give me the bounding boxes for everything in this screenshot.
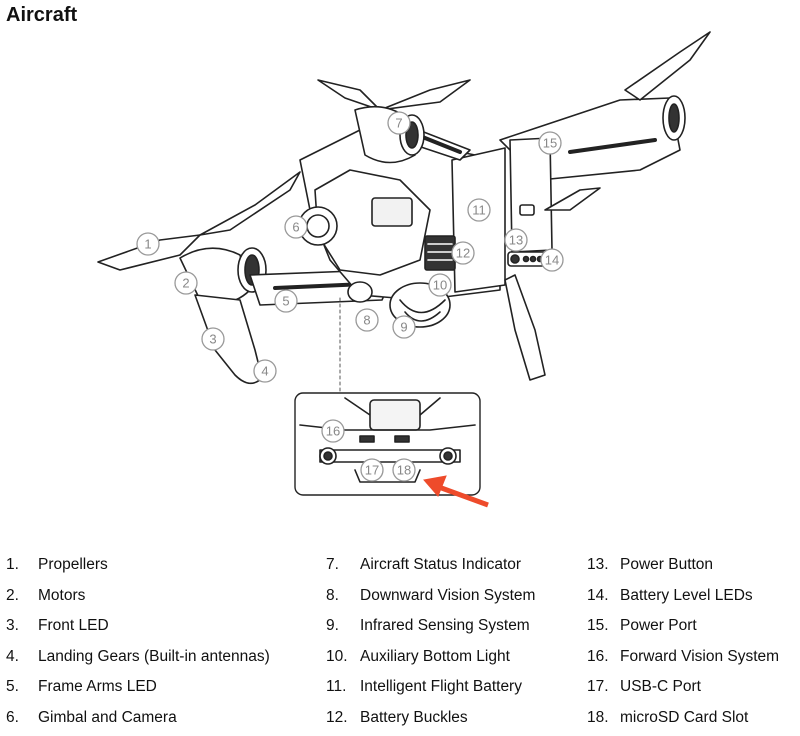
callout-label-4: 4 (261, 364, 268, 379)
callout-label-6: 6 (292, 220, 299, 235)
legend-number: 6. (6, 709, 19, 726)
legend-number: 10. (326, 648, 348, 665)
inset-box (294, 392, 481, 496)
legend-label: Aircraft Status Indicator (360, 556, 522, 573)
legend-number: 16. (587, 648, 609, 665)
callout-label-17: 17 (365, 463, 379, 478)
legend-label: Frame Arms LED (38, 678, 157, 695)
legend-label: Auxiliary Bottom Light (360, 648, 510, 665)
legend-label: Infrared Sensing System (360, 617, 530, 634)
callout-18 (392, 458, 416, 482)
callout-8 (355, 308, 379, 332)
callout-6 (284, 215, 308, 239)
callout-9 (392, 315, 416, 339)
callout-label-2: 2 (182, 276, 189, 291)
callout-label-14: 14 (545, 253, 559, 268)
legend-number: 8. (326, 587, 339, 604)
callout-15 (538, 131, 562, 155)
legend-number: 5. (6, 678, 19, 695)
callout-label-16: 16 (326, 424, 340, 439)
legend-label: microSD Card Slot (620, 709, 749, 726)
legend-label: Intelligent Flight Battery (360, 678, 522, 695)
callout-7 (387, 111, 411, 135)
legend-label: Battery Buckles (360, 709, 468, 726)
callout-4 (253, 359, 277, 383)
callout-label-11: 11 (472, 203, 486, 218)
legend-label: Motors (38, 587, 86, 604)
callout-label-13: 13 (509, 233, 523, 248)
callout-label-5: 5 (282, 294, 289, 309)
legend-number: 15. (587, 617, 609, 634)
callout-1 (136, 232, 160, 256)
legend-number: 4. (6, 648, 19, 665)
legend-label: Forward Vision System (620, 648, 780, 665)
legend-number: 11. (326, 678, 347, 695)
legend-label: Power Port (620, 617, 697, 634)
legend-label: Battery Level LEDs (620, 587, 753, 604)
callout-11 (467, 198, 491, 222)
callout-2 (174, 271, 198, 295)
callout-label-9: 9 (400, 320, 407, 335)
legend-number: 14. (587, 587, 609, 604)
callout-17 (360, 458, 384, 482)
callout-13 (504, 228, 528, 252)
legend-number: 17. (587, 678, 609, 695)
legend-number: 9. (326, 617, 339, 634)
legend-number: 1. (6, 556, 19, 573)
callout-label-3: 3 (209, 332, 216, 347)
page-title: Aircraft (6, 4, 78, 26)
legend-number: 3. (6, 617, 19, 634)
callout-3 (201, 327, 225, 351)
legend-number: 12. (326, 709, 348, 726)
legend-label: Gimbal and Camera (38, 709, 177, 726)
legend-number: 7. (326, 556, 339, 573)
legend-number: 18. (587, 709, 609, 726)
legend-label: Landing Gears (Built-in antennas) (38, 648, 270, 665)
callout-label-12: 12 (456, 246, 470, 261)
legend-label: Downward Vision System (360, 587, 536, 604)
callout-label-1: 1 (144, 237, 151, 252)
callout-label-10: 10 (433, 278, 447, 293)
callout-14 (540, 248, 564, 272)
aircraft-diagram: 1 2 3 4 5 6 7 8 9 10 11 12 13 14 15 16 1… (97, 31, 711, 508)
callout-12 (451, 241, 475, 265)
legend-label: Power Button (620, 556, 714, 573)
legend-number: 13. (587, 556, 609, 573)
legend-number: 2. (6, 587, 19, 604)
callout-label-15: 15 (543, 136, 557, 151)
legend-label: Front LED (38, 617, 109, 634)
callout-16 (321, 419, 345, 443)
callout-label-8: 8 (363, 313, 370, 328)
callout-label-7: 7 (395, 116, 402, 131)
callout-10 (428, 273, 452, 297)
legend-label: Propellers (38, 556, 108, 573)
callout-5 (274, 289, 298, 313)
callout-label-18: 18 (397, 463, 411, 478)
highlight-arrow (423, 475, 489, 508)
parts-legend: 1. Propellers 2. Motors 3. Front LED 4. Land… (0, 550, 800, 730)
legend-label: USB-C Port (620, 678, 701, 695)
